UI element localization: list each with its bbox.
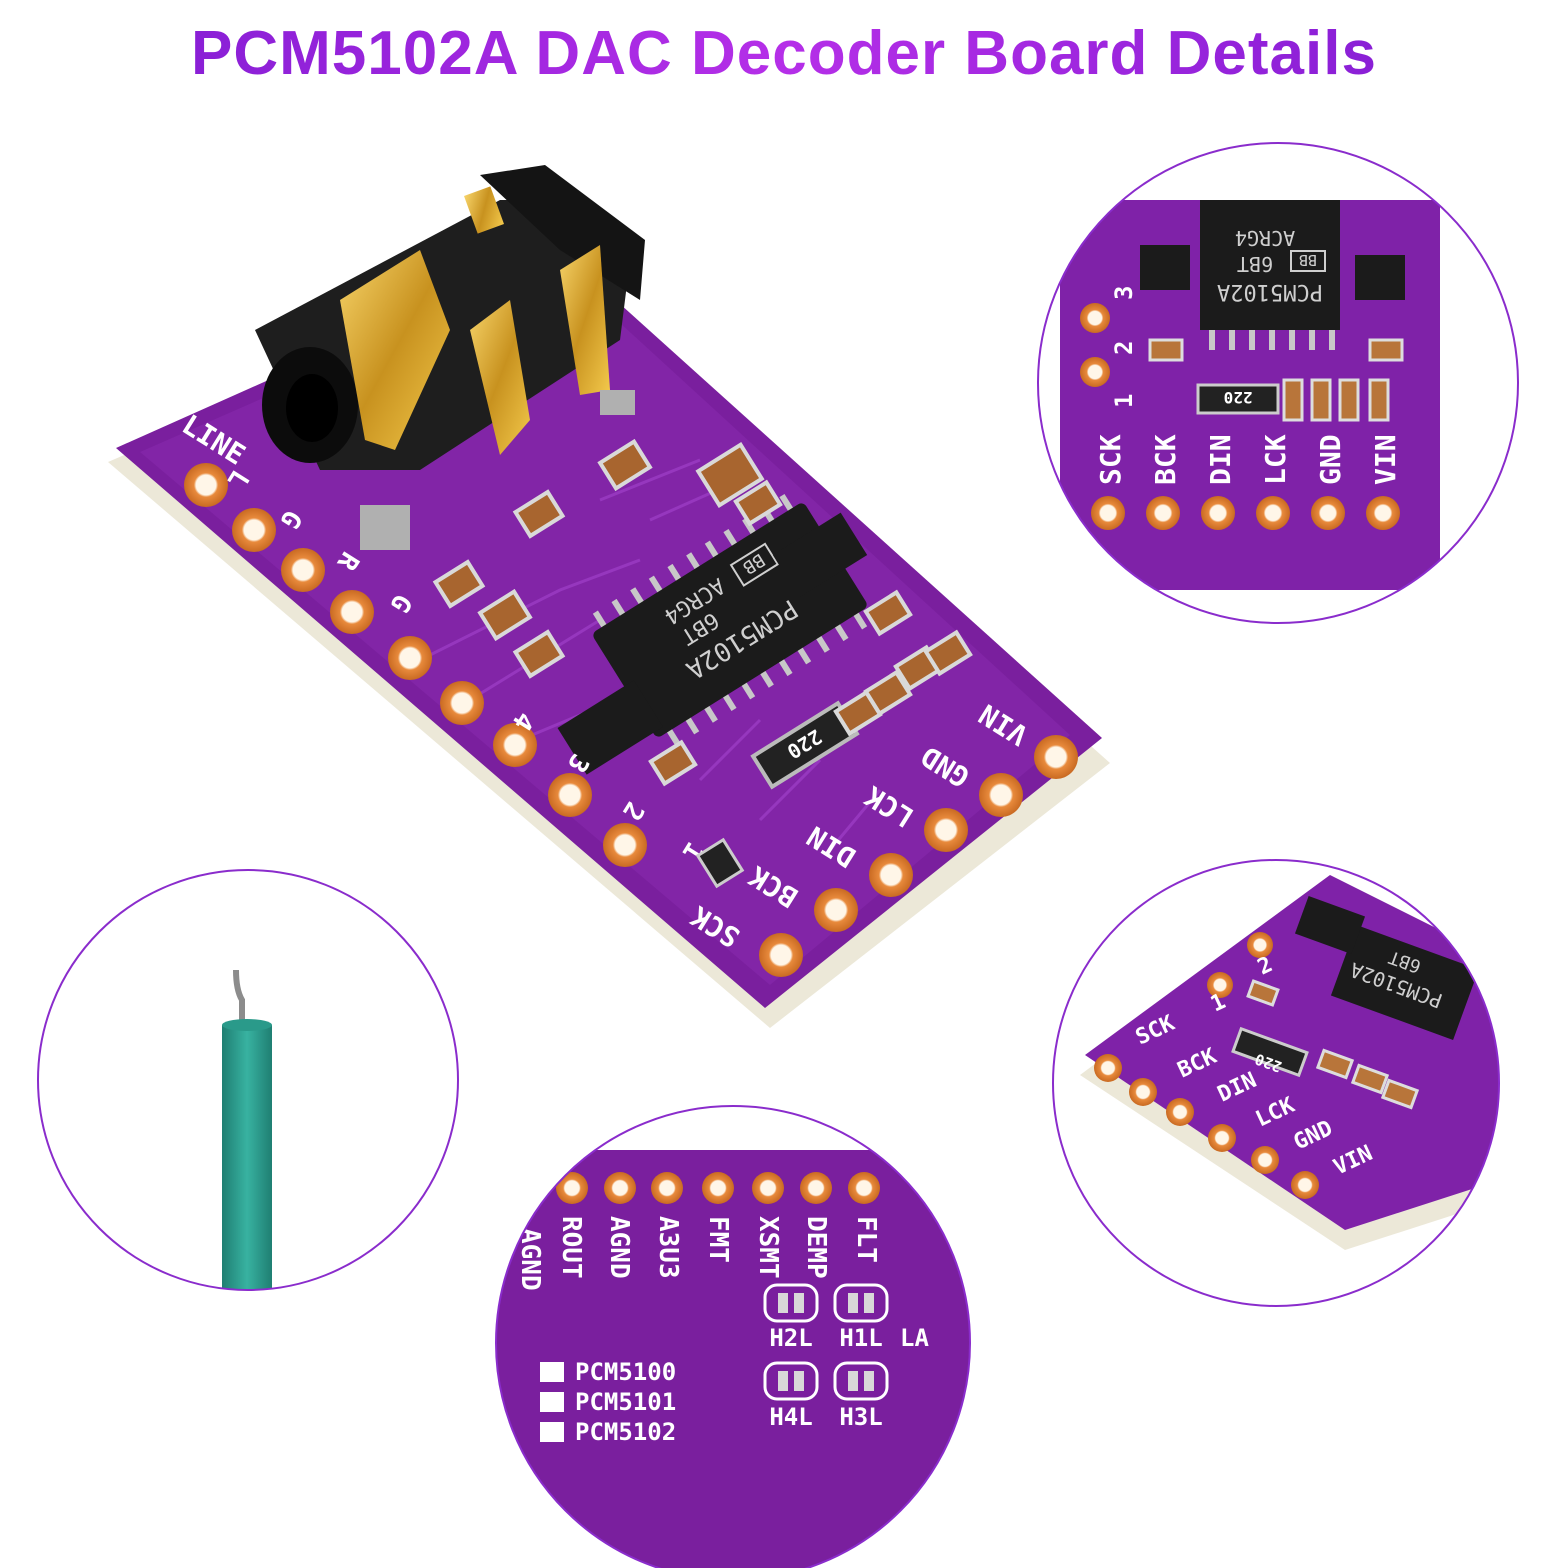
zoom-pin-fmt: FMT bbox=[703, 1216, 733, 1263]
zoom-pin-agnd: AGND bbox=[515, 1228, 545, 1291]
zoom-pin-vin: VIN bbox=[1369, 434, 1402, 485]
zoom-pin-flt: FLT bbox=[851, 1216, 881, 1263]
svg-text:6BT: 6BT bbox=[1237, 252, 1273, 276]
svg-text:220: 220 bbox=[1224, 388, 1253, 407]
left-header-pads bbox=[184, 463, 647, 867]
svg-text:PCM5102A: PCM5102A bbox=[1217, 279, 1323, 304]
variant-pcm5101: PCM5101 bbox=[575, 1388, 676, 1416]
svg-text:ACRG4: ACRG4 bbox=[1235, 226, 1295, 250]
variant-checkbox bbox=[540, 1362, 564, 1382]
jumper-h2l: H2L bbox=[769, 1324, 812, 1352]
jumper-h3l: H3L bbox=[839, 1403, 882, 1431]
zoom-bottom-right: PCM5102A 6BT 220 SCK BCK DIN LCK GND VIN bbox=[1052, 859, 1500, 1307]
audio-jack bbox=[255, 165, 645, 550]
zoom-pin-xsmt: XSMT bbox=[753, 1216, 783, 1279]
wire-icon bbox=[222, 1025, 272, 1290]
zoom-bottom-left bbox=[37, 869, 459, 1291]
capacitors bbox=[432, 438, 973, 787]
regulator-chip bbox=[772, 512, 868, 598]
zoom-pin-lck: LCK bbox=[1259, 434, 1292, 485]
zoom-pin-din: DIN bbox=[1204, 434, 1237, 485]
variant-checkbox bbox=[540, 1422, 564, 1442]
page-title: PCM5102A DAC Decoder Board Details bbox=[191, 19, 1377, 88]
zoom-top-right: PCM5102A 6BT ACRG4 BB 220 3 2 1 bbox=[1037, 142, 1519, 624]
svg-text:2: 2 bbox=[1110, 341, 1138, 355]
resistor-array: 220 bbox=[750, 700, 860, 790]
zoom-pin-gnd: GND bbox=[1314, 434, 1347, 485]
right-header-pads bbox=[759, 735, 1078, 977]
variant-checkbox bbox=[540, 1392, 564, 1412]
zoom-pin-demp: DEMP bbox=[801, 1216, 831, 1279]
zoom-bottom-center: AGND ROUT AGND A3U3 FMT XSMT DEMP FLT H2… bbox=[495, 1105, 971, 1568]
variant-pcm5100: PCM5100 bbox=[575, 1358, 676, 1386]
svg-text:BB: BB bbox=[1299, 251, 1317, 269]
main-board: PCM5102A 6BT ACRG4 BB 220 bbox=[108, 165, 1110, 1028]
zoom-pin-a3u3: A3U3 bbox=[653, 1216, 683, 1279]
svg-text:1: 1 bbox=[1110, 394, 1138, 408]
svg-text:3: 3 bbox=[1110, 286, 1138, 300]
jumper-h1l: H1L bbox=[839, 1324, 882, 1352]
zoom-pin-bck: BCK bbox=[1149, 434, 1182, 485]
zoom-pin-agnd2: AGND bbox=[604, 1216, 634, 1279]
smd-resistor bbox=[695, 837, 745, 889]
cut-label: LA bbox=[900, 1324, 929, 1352]
variant-pcm5102: PCM5102 bbox=[575, 1418, 676, 1446]
zoom-pin-rout: ROUT bbox=[556, 1216, 586, 1279]
regulator-chip bbox=[557, 680, 663, 775]
zoom-pin-sck: SCK bbox=[1094, 434, 1127, 485]
jumper-h4l: H4L bbox=[769, 1403, 812, 1431]
